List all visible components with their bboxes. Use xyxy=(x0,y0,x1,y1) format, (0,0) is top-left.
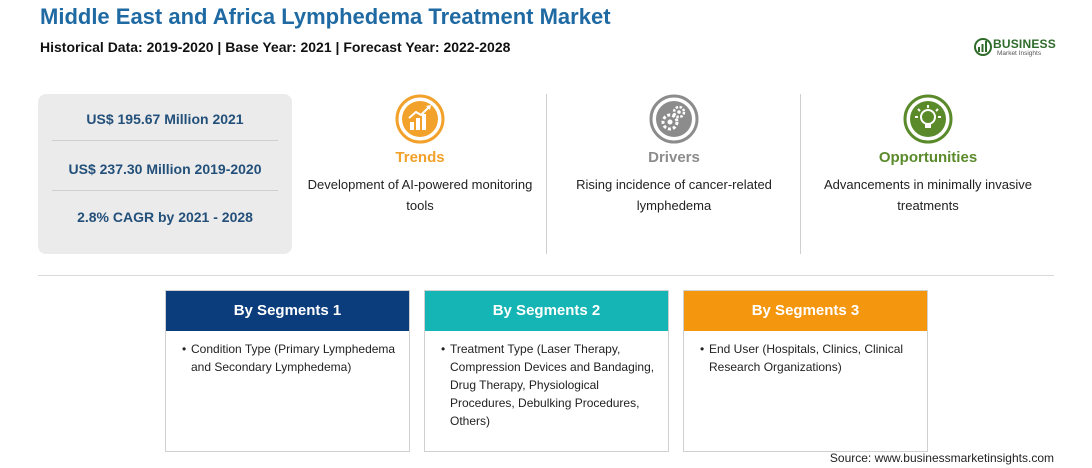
segment-3-text: End User (Hospitals, Clinics, Clinical R… xyxy=(684,331,927,376)
opportunities-column: Opportunities Advancements in minimally … xyxy=(812,94,1044,216)
segment-card-1: By Segments 1 Condition Type (Primary Ly… xyxy=(165,290,410,452)
section-divider xyxy=(38,275,1054,276)
logo-tagline: Market Insights xyxy=(997,50,1042,57)
gears-icon xyxy=(649,94,699,144)
drivers-column: Drivers Rising incidence of cancer-relat… xyxy=(558,94,790,216)
segment-1-title: By Segments 1 xyxy=(166,291,409,331)
page-title: Middle East and Africa Lymphedema Treatm… xyxy=(40,4,611,29)
trends-column: Trends Development of AI-powered monitor… xyxy=(304,94,536,216)
trends-text: Development of AI-powered monitoring too… xyxy=(307,177,533,213)
opportunities-title: Opportunities xyxy=(878,149,978,166)
company-logo[interactable]: BUSINESS Market Insights xyxy=(974,36,1060,58)
trends-title: Trends xyxy=(395,149,445,166)
segment-3-title: By Segments 3 xyxy=(684,291,927,331)
stats-panel: US$ 195.67 Million 2021 US$ 237.30 Milli… xyxy=(38,94,292,254)
logo-wordmark: BUSINESS xyxy=(993,37,1056,51)
column-divider xyxy=(800,94,801,254)
drivers-text: Rising incidence of cancer-related lymph… xyxy=(576,177,772,213)
trend-chart-icon xyxy=(395,94,445,144)
opportunities-text: Advancements in minimally invasive treat… xyxy=(823,177,1033,213)
column-divider xyxy=(546,94,547,254)
source-credit: Source: www.businessmarketinsights.com xyxy=(829,451,1054,465)
lightbulb-icon xyxy=(903,94,953,144)
segment-card-3: By Segments 3 End User (Hospitals, Clini… xyxy=(683,290,928,452)
stat-cagr: 2.8% CAGR by 2021 - 2028 xyxy=(77,209,253,225)
segment-card-2: By Segments 2 Treatment Type (Laser Ther… xyxy=(424,290,669,452)
segment-1-text: Condition Type (Primary Lymphedema and S… xyxy=(166,331,409,376)
drivers-title: Drivers xyxy=(648,149,700,166)
stat-historical-value: US$ 237.30 Million 2019-2020 xyxy=(68,161,262,177)
segment-2-text: Treatment Type (Laser Therapy, Compressi… xyxy=(425,331,668,430)
stat-divider xyxy=(52,140,278,141)
stat-market-value-2021: US$ 195.67 Million 2021 xyxy=(86,111,244,127)
segment-2-title: By Segments 2 xyxy=(425,291,668,331)
page-subtitle: Historical Data: 2019-2020 | Base Year: … xyxy=(40,39,511,55)
logo-globe-icon xyxy=(974,38,992,56)
stat-divider xyxy=(52,190,278,191)
